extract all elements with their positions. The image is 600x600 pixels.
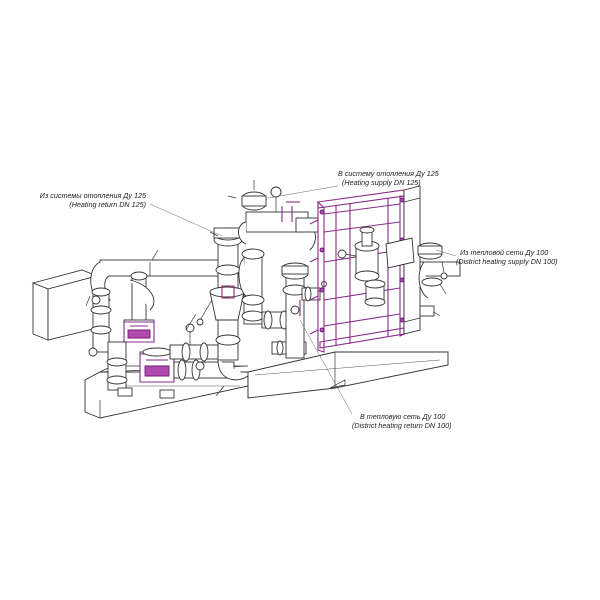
pump-lower: [139, 347, 175, 383]
heating-supply-en: (Heating supply DN 125): [342, 178, 421, 187]
control-valve: [337, 226, 386, 307]
left-pipe-loop: [88, 259, 229, 357]
pump-piping: [106, 323, 235, 399]
district-return-label: В тепловую сеть Ду 100 (District heating…: [352, 412, 451, 430]
valve-handles: [85, 231, 225, 397]
control-cabinet: [31, 269, 99, 341]
heating-supply-ru: В систему отопления Ду 125: [338, 169, 439, 178]
district-supply-ru: Из тепловой сети Ду 100: [460, 248, 549, 257]
heating-return-ru: Из системы отопления Ду 125: [39, 191, 146, 200]
heating-return-label: Из системы отопления Ду 125 (Heating ret…: [20, 191, 146, 209]
heating-supply-label: В систему отопления Ду 125 (Heating supp…: [338, 169, 439, 187]
pump-upper: [123, 319, 155, 343]
district-return-en: (District heating return DN 100): [352, 421, 452, 430]
plate-heat-exchanger: [309, 185, 421, 353]
district-supply-label: Из тепловой сети Ду 100 (District heatin…: [456, 248, 557, 266]
heating-supply-pipe: [227, 180, 319, 251]
district-return-riser: [281, 262, 327, 359]
middle-riser: [238, 248, 307, 356]
central-riser: [196, 227, 249, 381]
district-supply-en: (District heating supply DN 100): [456, 257, 558, 266]
heating-return-en: (Heating return DN 125): [69, 200, 146, 209]
district-return-ru: В тепловую сеть Ду 100: [360, 412, 446, 421]
leader-lines: [149, 185, 457, 415]
district-supply-inlet: [417, 242, 461, 317]
